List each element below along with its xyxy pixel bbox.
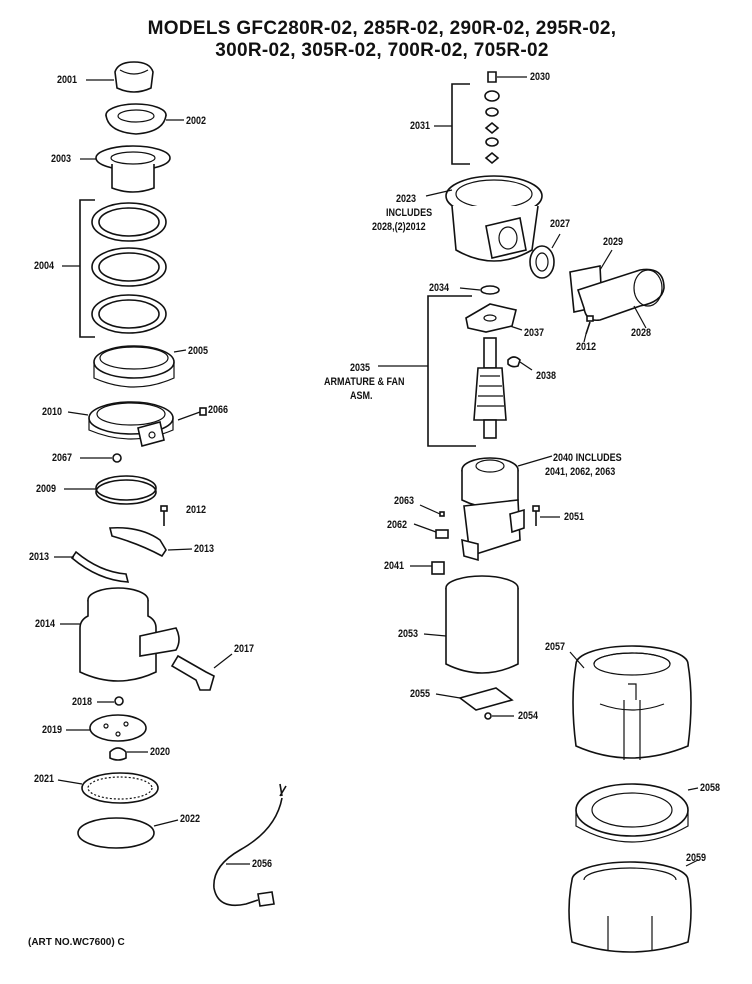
label-2023: 2023: [396, 193, 417, 205]
diagram-title-line-1: MODELS GFC280R-02, 285R-02, 290R-02, 295…: [147, 18, 617, 39]
label-2031: 2031: [410, 120, 431, 132]
label-2041: 2041: [384, 560, 405, 572]
label-2002: 2002: [186, 115, 207, 127]
part-2030-cap: [487, 71, 497, 83]
label-2062: 2062: [387, 519, 408, 531]
label-2017: 2017: [234, 643, 255, 655]
label-2029: 2029: [603, 236, 624, 248]
part-2028-discharge-tube: [569, 265, 665, 322]
part-2021-shredder-ring: [81, 772, 159, 804]
part-2066-screw: [177, 407, 207, 421]
part-2037-fan: [465, 303, 517, 333]
part-2041-switch: [431, 561, 445, 575]
label-2066: 2066: [208, 404, 229, 416]
label-2030: 2030: [530, 71, 551, 83]
label-2013-right: 2013: [194, 543, 215, 555]
part-2059-bottom-shield: [568, 861, 692, 953]
label-2035: 2035: [350, 362, 371, 374]
part-2009-snap-ring: [95, 475, 157, 505]
label-2053: 2053: [398, 628, 419, 640]
label-2056: 2056: [252, 858, 273, 870]
label-2028: 2028: [631, 327, 652, 339]
part-2022-gasket: [77, 817, 155, 849]
part-2034-washer: [480, 285, 500, 295]
label-2040-parts: 2041, 2062, 2063: [545, 466, 616, 478]
part-2056-power-cord: [213, 783, 287, 907]
label-2067: 2067: [52, 452, 73, 464]
part-2018-screw: [114, 696, 124, 706]
part-2063-spring: [419, 504, 445, 517]
label-2012-right: 2012: [576, 341, 597, 353]
part-2053-stator-cover: [445, 575, 519, 674]
label-2027: 2027: [550, 218, 571, 230]
part-2005-mounting-ring: [93, 345, 175, 388]
part-2055-plate: [458, 687, 514, 711]
label-2022: 2022: [180, 813, 201, 825]
label-2035-asm: ASM.: [350, 390, 373, 402]
part-2035-armature: [473, 337, 507, 439]
part-2038-clip: [507, 356, 521, 368]
label-2063: 2063: [394, 495, 415, 507]
part-2058-bottom-ring: [575, 783, 689, 843]
part-2004-gaskets: [91, 202, 167, 334]
part-2003-sink-flange: [95, 145, 171, 193]
label-2018: 2018: [72, 696, 93, 708]
part-2012-screw-left: [160, 505, 168, 526]
label-2059: 2059: [686, 852, 707, 864]
part-2057-sound-jacket: [572, 645, 692, 760]
label-2021: 2021: [34, 773, 55, 785]
part-2001-stopper: [114, 61, 154, 93]
label-2040: 2040 INCLUDES: [553, 452, 622, 464]
label-2055: 2055: [410, 688, 431, 700]
label-2010: 2010: [42, 406, 63, 418]
diagram-title-line-2: 300R-02, 305R-02, 700R-02, 705R-02: [215, 40, 549, 61]
label-2057: 2057: [545, 641, 566, 653]
label-2005: 2005: [188, 345, 209, 357]
label-2001: 2001: [57, 74, 78, 86]
part-2020-lug: [109, 747, 127, 761]
part-2019-turntable: [89, 714, 147, 742]
part-2054-screw: [484, 712, 492, 720]
part-2023-lower-housing: [445, 175, 543, 262]
label-2034: 2034: [429, 282, 450, 294]
label-2058: 2058: [700, 782, 721, 794]
label-2013-left: 2013: [29, 551, 50, 563]
label-2009: 2009: [36, 483, 57, 495]
label-2037: 2037: [524, 327, 545, 339]
art-number: (ART NO.WC7600) C: [28, 937, 125, 948]
label-2020: 2020: [150, 746, 171, 758]
label-2019: 2019: [42, 724, 63, 736]
part-2027-gasket: [529, 245, 555, 279]
label-2054: 2054: [518, 710, 539, 722]
part-2017-plug: [170, 654, 215, 691]
part-2062-brush: [435, 529, 449, 539]
label-2023-parts: 2028,(2)2012: [372, 221, 426, 233]
label-2012-left: 2012: [186, 504, 207, 516]
part-2031-hardware-kit: [484, 90, 500, 165]
label-2004: 2004: [34, 260, 55, 272]
part-2014-hopper: [79, 587, 180, 682]
label-2023-includes: INCLUDES: [386, 207, 433, 219]
part-2010-mounting-assembly: [88, 401, 174, 447]
label-2038: 2038: [536, 370, 557, 382]
label-2003: 2003: [51, 153, 72, 165]
label-2014: 2014: [35, 618, 56, 630]
label-2035-name: ARMATURE & FAN: [324, 376, 405, 388]
part-2051-bolt: [532, 505, 540, 526]
part-2013-mounting-ears: [70, 526, 167, 583]
part-2067-nut: [112, 453, 122, 463]
part-2002-splash-guard: [105, 103, 167, 135]
part-2012-screw-right: [585, 315, 594, 335]
label-2051: 2051: [564, 511, 585, 523]
part-2040-motor-frame: [461, 457, 525, 562]
